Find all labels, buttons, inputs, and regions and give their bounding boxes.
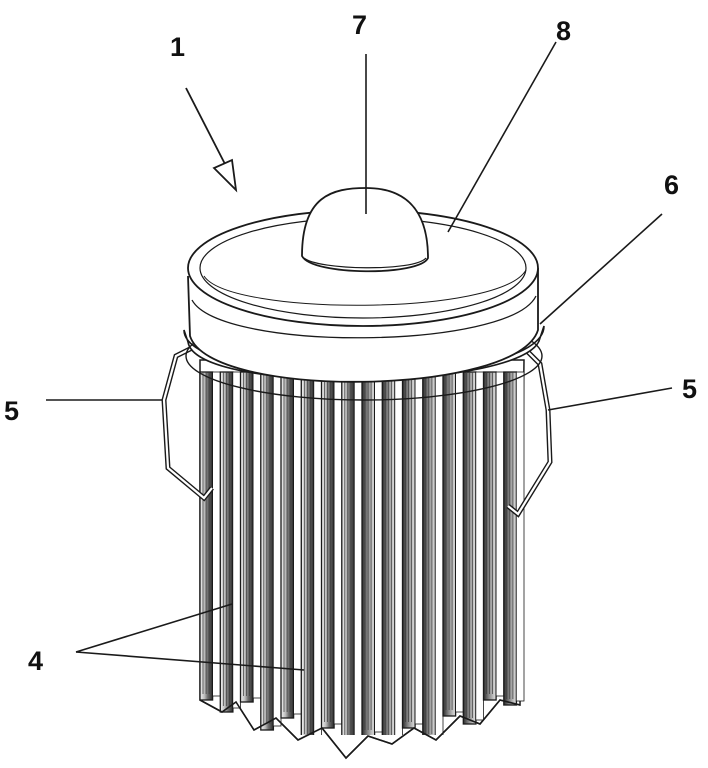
fin-gap: [455, 371, 464, 713]
fin-gap: [515, 371, 525, 702]
bracket-right: [506, 350, 553, 518]
fin-gap: [293, 371, 302, 715]
heat-sink-fins: [199, 359, 525, 760]
reference-labels: 1 7 8 6 5 5 4: [4, 10, 697, 676]
label-dome: 7: [352, 10, 367, 40]
fin-bottom-edge: [199, 699, 521, 760]
fin-gap: [333, 371, 343, 725]
label-bracket-left: 5: [4, 396, 19, 426]
label-bracket-right: 5: [682, 374, 697, 404]
fin-gap: [394, 371, 403, 735]
fin-gap: [212, 371, 221, 697]
fin-gap: [313, 371, 322, 735]
fin-gap: [374, 371, 383, 733]
fin-gap: [232, 371, 241, 709]
dome-lens: [301, 187, 429, 273]
bracket-left: [161, 345, 214, 502]
fin-gap: [353, 371, 363, 735]
fin-gap: [252, 371, 262, 699]
leader-lines: [46, 41, 673, 671]
fin-gap: [272, 371, 282, 727]
label-cover: 8: [556, 16, 571, 46]
label-device: 1: [170, 32, 185, 62]
fin-gap: [434, 371, 444, 735]
fin-gap: [414, 371, 424, 725]
fin-gap: [475, 371, 484, 721]
label-fins: 4: [28, 646, 43, 676]
label-ring: 6: [664, 170, 679, 200]
arrow-head: [212, 158, 238, 193]
fin-gap: [495, 371, 505, 697]
